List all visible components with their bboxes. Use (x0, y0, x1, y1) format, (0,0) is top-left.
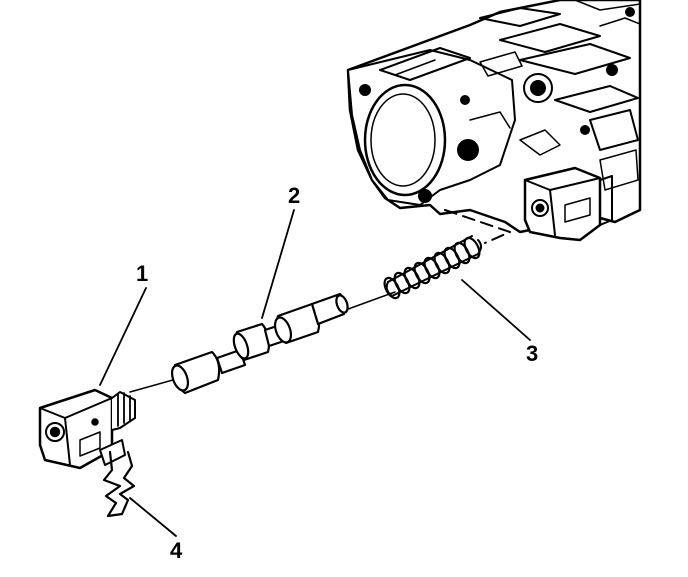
leader-line-4 (130, 498, 176, 536)
solenoid (40, 390, 135, 468)
spring (382, 235, 483, 300)
valve-body (348, 0, 640, 232)
leader-line-2 (262, 210, 294, 318)
leader-line-3 (462, 280, 530, 340)
alignment-dashed-line (445, 210, 510, 243)
callout-2: 2 (288, 183, 301, 208)
callout-3: 3 (526, 341, 539, 366)
callout-1: 1 (136, 261, 149, 286)
retainer-clip (104, 452, 134, 516)
callout-4: 4 (170, 538, 183, 563)
installed-solenoid (525, 168, 612, 240)
leader-line-1 (100, 288, 146, 385)
leader-lines (100, 210, 530, 536)
valve-spool (169, 294, 350, 393)
